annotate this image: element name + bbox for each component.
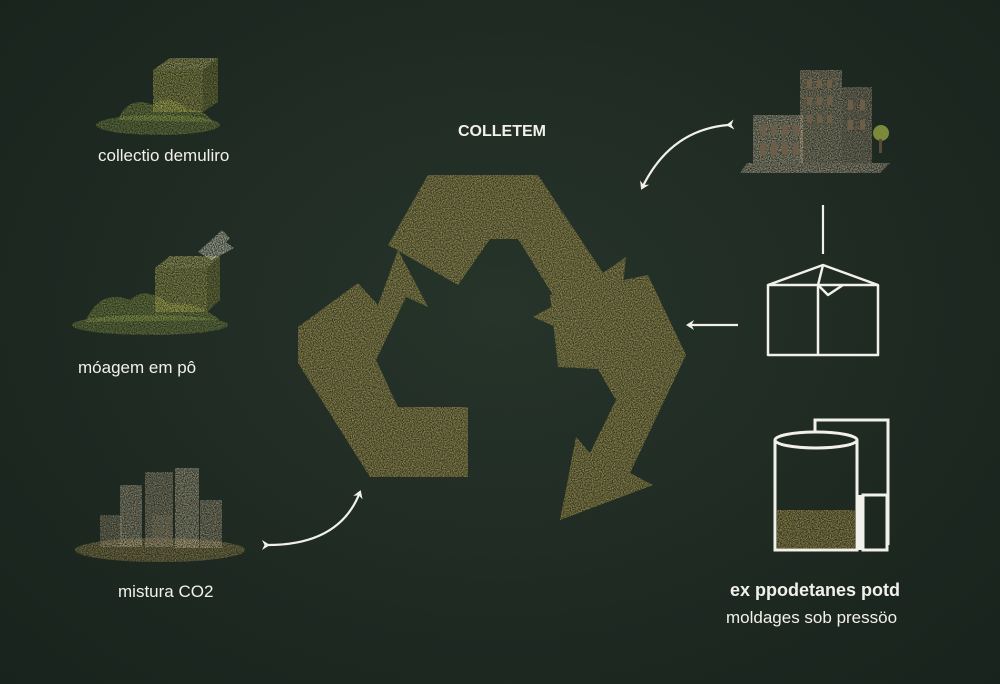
left-step-1-label: collectio demuliro [98,146,230,165]
center-title: COLLETEM [458,123,546,140]
recycle-symbol-icon [298,175,686,520]
arrow-mixture-to-cycle [261,490,363,551]
rubble-block-icon [96,58,220,135]
grinding-block-icon [72,230,234,335]
recycle-arrow-left [298,250,468,477]
left-step-2-label: móagem em pô [78,358,197,377]
box-mold-icon [766,263,880,357]
building-icon [740,70,890,173]
pressure-tank-icon [773,418,890,552]
recycle-arrow-right [550,275,686,520]
right-step-3-subtitle: moldages sob pressöo [726,608,898,627]
city-blocks-icon [75,468,245,562]
arrow-building-to-cycle [640,119,735,190]
left-step-3-label: mistura CO2 [118,582,214,601]
right-step-3-title: ex ppodetanes potd [730,580,901,600]
